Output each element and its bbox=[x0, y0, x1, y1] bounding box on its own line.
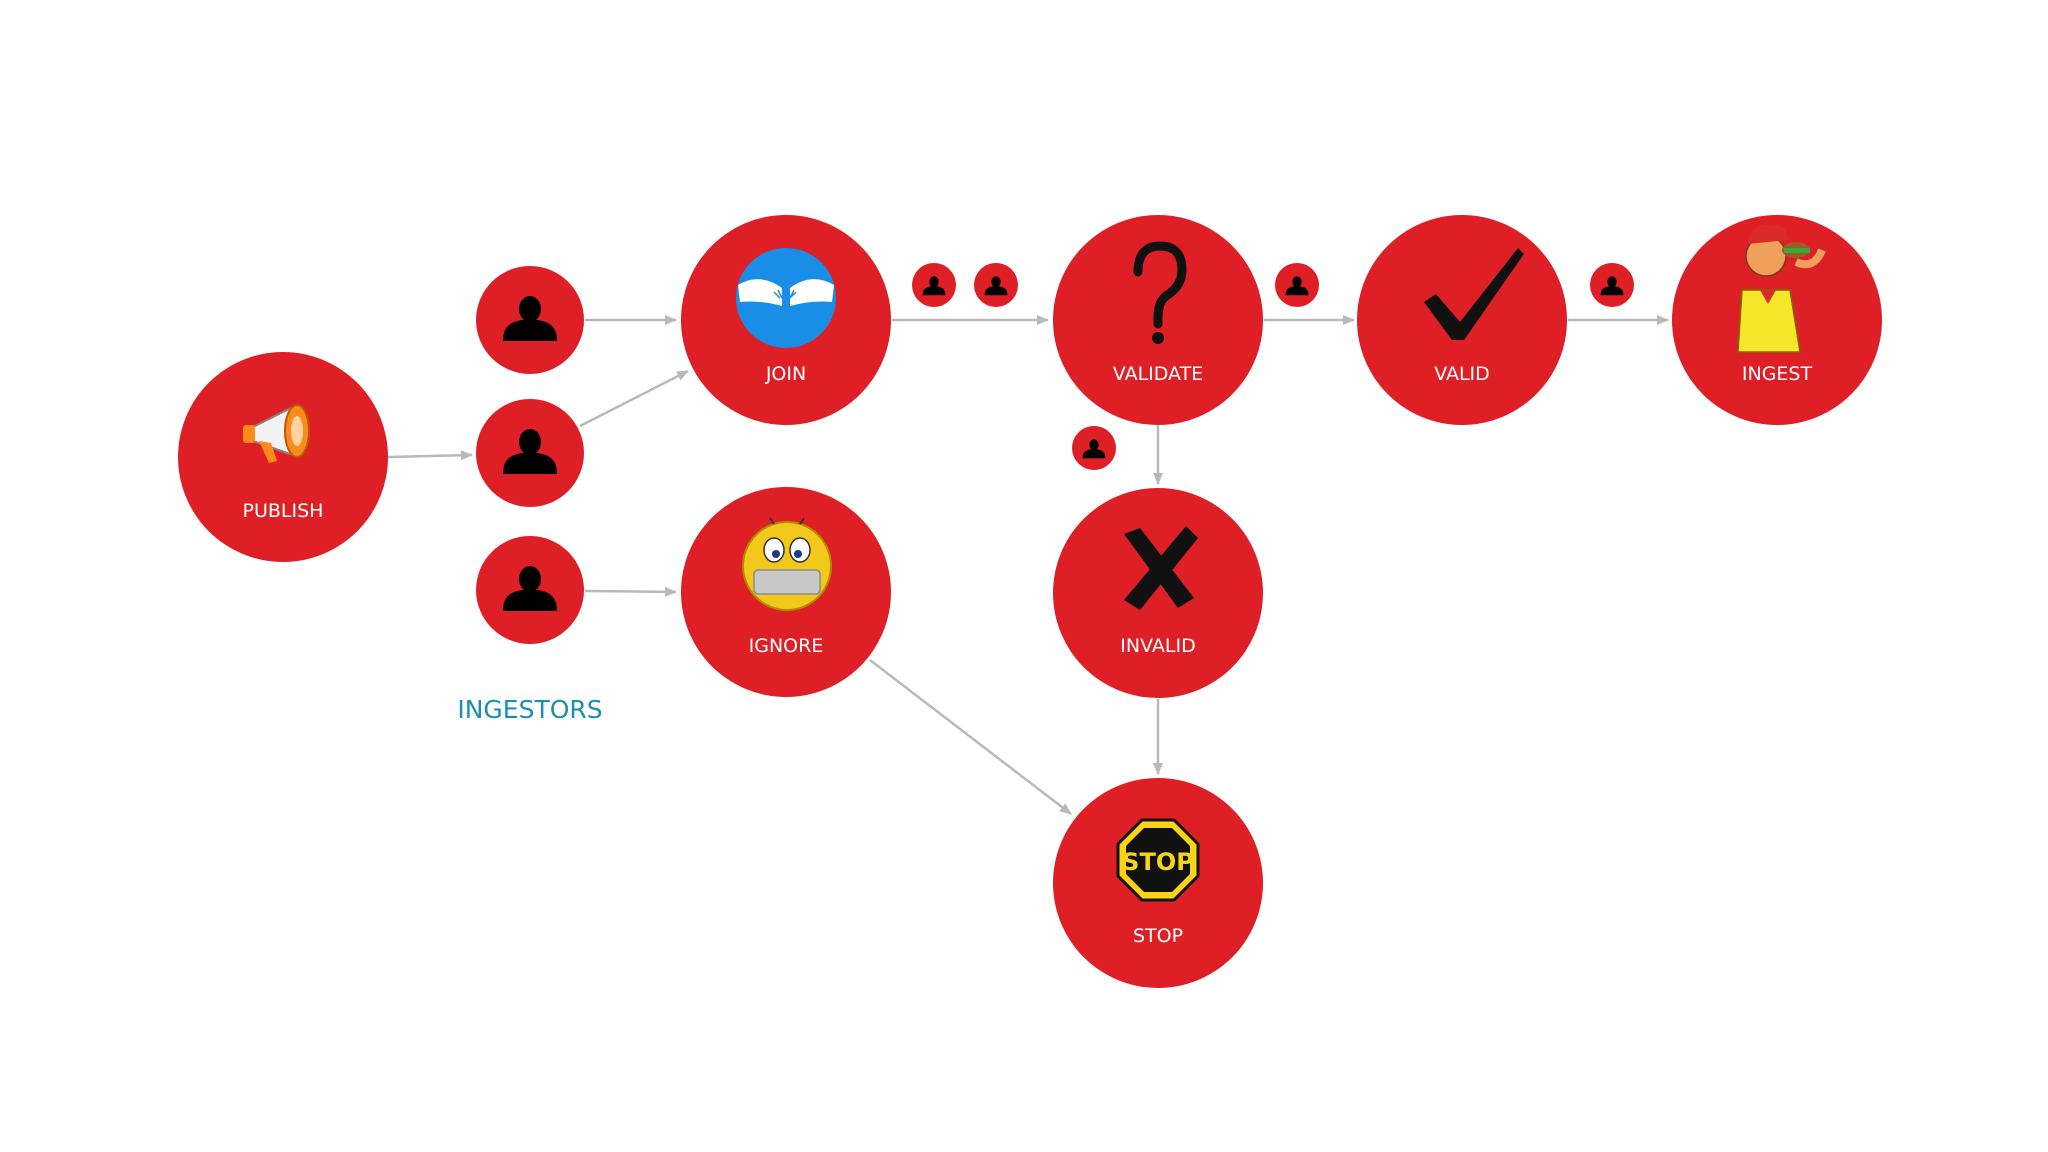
stop-sign-text: STOP bbox=[1122, 848, 1194, 876]
ingestors-label: INGESTORS bbox=[457, 695, 602, 724]
node-validate: VALIDATE bbox=[1053, 215, 1263, 425]
ingestor-node bbox=[476, 399, 584, 507]
node-invalid: INVALID bbox=[1053, 488, 1263, 698]
node-publish: PUBLISH bbox=[178, 352, 388, 562]
eating-man-icon bbox=[1737, 224, 1826, 353]
edge-ignore-stop bbox=[869, 659, 1072, 815]
message-token bbox=[1275, 263, 1319, 307]
node-stop: STOP STOP bbox=[1053, 778, 1263, 988]
fist-bump-icon bbox=[736, 248, 836, 348]
message-token bbox=[974, 263, 1018, 307]
checkmark-icon bbox=[1424, 248, 1524, 340]
cross-icon bbox=[1124, 526, 1198, 610]
node-ignore: IGNORE bbox=[681, 487, 891, 697]
edge-publish-ingestor bbox=[387, 450, 473, 461]
node-label: INGEST bbox=[1742, 363, 1813, 385]
ingestor-node bbox=[476, 266, 584, 374]
node-label: STOP bbox=[1133, 925, 1183, 947]
message-token bbox=[1072, 426, 1116, 470]
node-label: JOIN bbox=[765, 363, 806, 385]
ingestor-node bbox=[476, 536, 584, 644]
question-mark-icon bbox=[1133, 241, 1187, 344]
edges bbox=[387, 315, 1669, 815]
taped-mouth-emoji-icon bbox=[742, 517, 832, 611]
node-label: VALIDATE bbox=[1113, 363, 1203, 385]
node-join: JOIN bbox=[681, 215, 891, 425]
node-valid: VALID bbox=[1357, 215, 1567, 425]
node-label: IGNORE bbox=[749, 635, 824, 657]
node-ingest: INGEST bbox=[1672, 215, 1882, 425]
node-label: VALID bbox=[1434, 363, 1490, 385]
message-token bbox=[912, 263, 956, 307]
edge-ingestor3-ignore bbox=[584, 586, 677, 597]
message-token bbox=[1590, 263, 1634, 307]
edge-ingestor2-join bbox=[579, 369, 689, 428]
node-label: INVALID bbox=[1120, 635, 1195, 657]
megaphone-icon bbox=[243, 404, 310, 463]
stop-sign-icon: STOP bbox=[1116, 818, 1200, 902]
node-label: PUBLISH bbox=[243, 500, 324, 522]
